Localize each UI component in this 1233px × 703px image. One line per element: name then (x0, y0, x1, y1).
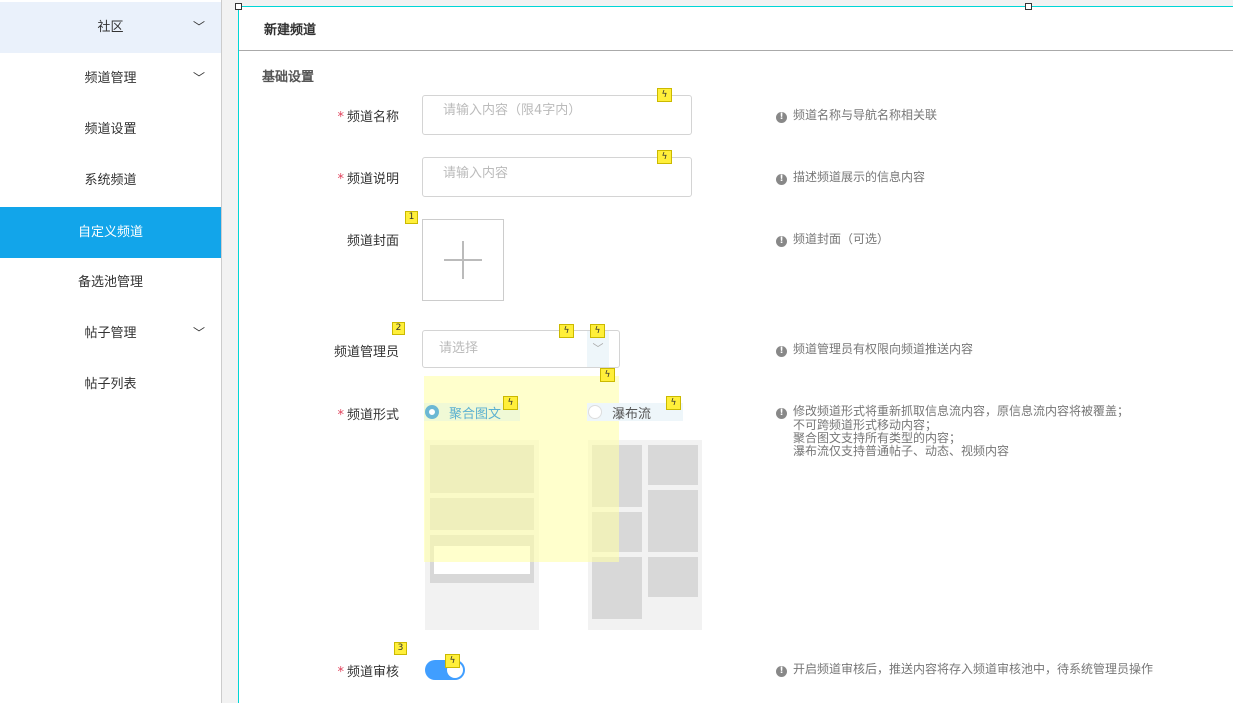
radio-aggregate[interactable]: 聚合图文 (424, 403, 520, 422)
option-label: 聚合图文 (449, 407, 502, 422)
sidebar: 社区 ﹀ 频道管理 ﹀ 频道设置 系统频道 自定义频道 备选池管理 帖子管理 ﹀ 帖子… (0, 0, 222, 703)
channel-name-input[interactable]: 请输入内容（限4字内） (422, 95, 692, 135)
interaction-bolt-icon: ϟ (666, 396, 681, 410)
sidebar-item-pool-manage[interactable]: 备选池管理 (0, 257, 221, 308)
radio-unchecked-icon (588, 405, 602, 419)
label: 帖子管理 (84, 326, 137, 341)
admin-label: 频道管理员 (333, 345, 399, 360)
desc-label: *频道说明 (337, 172, 399, 187)
review-label: *频道审核 (337, 665, 399, 680)
sidebar-item-post-list[interactable]: 帖子列表 (0, 359, 221, 410)
admin-hint: !频道管理员有权限向频道推送内容 (776, 343, 973, 357)
interaction-bolt-icon: ϟ (657, 88, 672, 102)
label: 频道设置 (84, 122, 137, 137)
sidebar-item-channel-manage[interactable]: 频道管理 ﹀ (0, 53, 221, 104)
desc-hint: !描述频道展示的信息内容 (776, 171, 925, 185)
sidebar-item-channel-settings[interactable]: 频道设置 (0, 104, 221, 155)
info-icon: ! (776, 236, 787, 247)
info-icon: ! (776, 346, 787, 357)
interaction-bolt-icon: ϟ (600, 368, 615, 382)
name-label: *频道名称 (337, 110, 399, 125)
interaction-bolt-icon: ϟ (503, 396, 518, 410)
chevron-down-icon: ﹀ (192, 71, 205, 85)
label: 自定义频道 (77, 225, 143, 240)
option-label: 瀑布流 (612, 407, 652, 422)
chevron-down-icon[interactable]: ﹀ (587, 331, 609, 367)
chevron-down-icon: ﹀ (192, 326, 205, 340)
radio-waterfall[interactable]: 瀑布流 (587, 403, 683, 422)
marker-badge: 1 (405, 211, 418, 224)
channel-desc-input[interactable]: 请输入内容 (422, 157, 692, 197)
label: 备选池管理 (77, 275, 143, 290)
page-title: 新建频道 (264, 23, 317, 38)
divider (239, 50, 1233, 51)
interaction-bolt-icon: ϟ (590, 324, 605, 338)
resize-handle[interactable] (1025, 3, 1032, 10)
sidebar-item-community[interactable]: 社区 ﹀ (0, 2, 221, 53)
interaction-bolt-icon: ϟ (445, 654, 460, 668)
cover-label: 频道封面 (346, 234, 399, 249)
label: 帖子列表 (84, 377, 137, 392)
form-hint: !修改频道形式将重新抓取信息流内容，原信息流内容将被覆盖； 不可跨频道形式移动内… (776, 405, 1129, 458)
label: 系统频道 (84, 173, 137, 188)
marker-badge: 3 (394, 642, 407, 655)
info-icon: ! (776, 408, 787, 419)
main-panel: 新建频道 基础设置 *频道名称 请输入内容（限4字内） ϟ !频道名称与导航名称… (235, 3, 1233, 703)
marker-badge: 2 (392, 322, 405, 335)
interaction-bolt-icon: ϟ (559, 324, 574, 338)
review-hint: !开启频道审核后，推送内容将存入频道审核池中，待系统管理员操作 (776, 663, 1153, 677)
plus-icon-v (462, 241, 464, 279)
section-title: 基础设置 (262, 70, 315, 85)
interaction-bolt-icon: ϟ (657, 150, 672, 164)
radio-checked-icon (425, 405, 439, 419)
info-icon: ! (776, 666, 787, 677)
info-icon: ! (776, 174, 787, 185)
resize-handle[interactable] (235, 3, 242, 10)
sidebar-item-custom-channel[interactable]: 自定义频道 (0, 207, 221, 258)
admin-select[interactable]: 请选择 ﹀ (422, 330, 620, 368)
info-icon: ! (776, 112, 787, 123)
form-label: *频道形式 (337, 408, 399, 423)
chevron-down-icon: ﹀ (192, 20, 205, 34)
sidebar-item-system-channel[interactable]: 系统频道 (0, 155, 221, 206)
label: 社区 (97, 20, 124, 35)
name-hint: !频道名称与导航名称相关联 (776, 109, 937, 123)
label: 频道管理 (84, 71, 137, 86)
cover-hint: !频道封面（可选） (776, 233, 889, 247)
sidebar-item-post-manage[interactable]: 帖子管理 ﹀ (0, 308, 221, 359)
cover-upload-button[interactable] (422, 219, 504, 301)
